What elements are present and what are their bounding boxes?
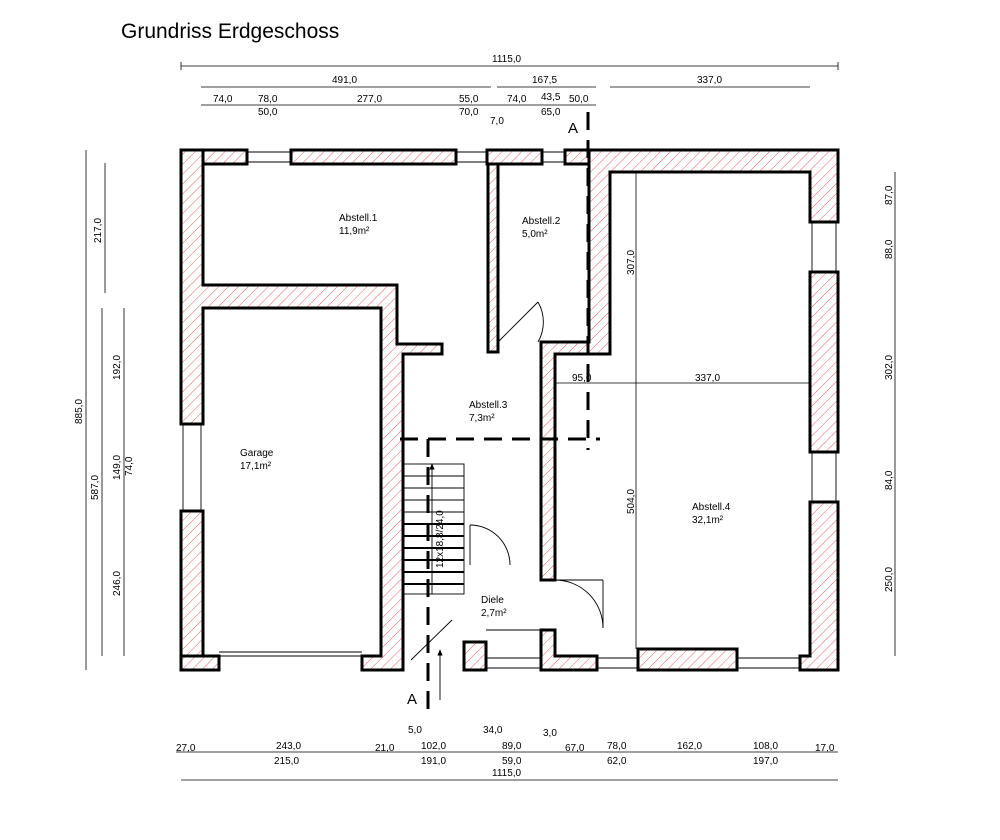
dim-top-row1-2: 167,5	[532, 75, 557, 86]
dim-top-row2-6: 43,5	[541, 92, 561, 103]
dim-bottom-row2-3: 59,0	[502, 756, 522, 767]
section-line	[400, 112, 600, 715]
dim-bottom-7: 78,0	[607, 741, 627, 752]
section-mark-top: A	[568, 120, 578, 137]
dim-left-2: 192,0	[112, 355, 123, 380]
dim-bottom-4: 102,0	[421, 741, 446, 752]
dim-bottom-total: 1115,0	[492, 768, 522, 779]
dim-right-3: 302,0	[884, 355, 895, 380]
room-abstell3-area: 7,3m²	[469, 413, 495, 424]
staircase: 12x18,8/24,0	[403, 463, 465, 595]
stair-label: 12x18,8/24,0	[435, 510, 446, 568]
exterior-walls	[179, 148, 840, 672]
dim-bottom-row2-1: 215,0	[274, 756, 299, 767]
dim-bottom-10: 17,0	[815, 743, 835, 754]
dim-right-2: 88,0	[884, 239, 895, 259]
dim-top-row2b-2: 70,0	[459, 107, 479, 118]
dim-left-total: 885,0	[74, 399, 85, 424]
dim-bottom-3: 21,0	[375, 743, 395, 754]
dim-top-row2b-1: 50,0	[258, 107, 278, 118]
drawing-title: Grundriss Erdgeschoss	[121, 20, 339, 43]
dim-top-row2-7: 50,0	[569, 94, 589, 105]
section-mark-bottom: A	[407, 691, 417, 708]
dim-top-row1-3: 337,0	[697, 75, 722, 86]
dim-right-5: 250,0	[884, 567, 895, 592]
dim-top-row2b-3: 65,0	[541, 107, 561, 118]
bottom-dimensions: 27,0 243,0 21,0 102,0 89,0 67,0 78,0 162…	[176, 725, 838, 781]
room-abstell1-area: 11,9m²	[339, 226, 370, 237]
dim-top-total: 1115,0	[492, 54, 522, 65]
dim-bottom-row2-4: 62,0	[607, 756, 627, 767]
room-garage-name: Garage	[240, 448, 274, 459]
dim-left-5: 246,0	[112, 571, 123, 596]
dim-top-row2-1: 74,0	[213, 94, 233, 105]
dim-bottom-row2-2: 191,0	[421, 756, 446, 767]
windows	[182, 151, 837, 669]
dim-bottom-8: 162,0	[677, 741, 702, 752]
dim-bottom-row2-5: 197,0	[753, 756, 778, 767]
dim-top-row2-5: 74,0	[507, 94, 527, 105]
dim-top-row3-1: 7,0	[490, 116, 504, 127]
interior-dimensions: 307,0 504,0 95,0 337,0	[555, 172, 810, 649]
dim-left-1: 217,0	[93, 218, 104, 243]
room-labels: Abstell.1 11,9m² Abstell.2 5,0m² Abstell…	[240, 213, 731, 619]
dim-right-1: 87,0	[884, 185, 895, 205]
room-abstell2-area: 5,0m²	[522, 229, 548, 240]
room-diele-area: 2,7m²	[481, 608, 507, 619]
dim-left-outer: 587,0	[90, 475, 101, 500]
right-dimensions: 87,0 88,0 302,0 84,0 250,0	[884, 172, 896, 656]
room-diele-name: Diele	[481, 595, 504, 606]
room-abstell2-name: Abstell.2	[522, 216, 561, 227]
dim-bottom-6: 67,0	[565, 743, 585, 754]
left-dimensions: 885,0 587,0 217,0 192,0 149,0 74,0 246,0	[74, 150, 135, 670]
dim-bottom-9: 108,0	[753, 741, 778, 752]
dim-left-4: 74,0	[124, 456, 135, 476]
dim-interior-vert-upper: 307,0	[626, 250, 637, 275]
dim-top-row2-4: 55,0	[459, 94, 479, 105]
dim-right-4: 84,0	[884, 470, 895, 490]
room-abstell4-name: Abstell.4	[692, 502, 731, 513]
doors	[410, 301, 604, 661]
room-abstell3-name: Abstell.3	[469, 400, 508, 411]
dim-bottom-1: 27,0	[176, 743, 196, 754]
dim-bottom-small-1: 5,0	[408, 725, 422, 736]
dim-interior-vert-lower: 504,0	[626, 489, 637, 514]
dim-bottom-small-2: 34,0	[483, 725, 503, 736]
dim-bottom-2: 243,0	[276, 741, 301, 752]
dim-bottom-small-3: 3,0	[543, 728, 557, 739]
dim-interior-horiz-right: 337,0	[695, 373, 720, 384]
dim-top-row2-3: 277,0	[357, 94, 382, 105]
dim-left-3: 149,0	[112, 455, 123, 480]
top-dimensions: 1115,0 491,0 167,5 337,0 74,0 78,0 277,0…	[180, 54, 839, 127]
dim-interior-horiz-left: 95,0	[572, 373, 592, 384]
room-abstell1-name: Abstell.1	[339, 213, 378, 224]
room-abstell4-area: 32,1m²	[692, 515, 724, 526]
dim-bottom-5: 89,0	[502, 741, 522, 752]
room-garage-area: 17,1m²	[240, 461, 272, 472]
dim-top-row1-1: 491,0	[332, 75, 357, 86]
dim-top-row2-2: 78,0	[258, 94, 278, 105]
